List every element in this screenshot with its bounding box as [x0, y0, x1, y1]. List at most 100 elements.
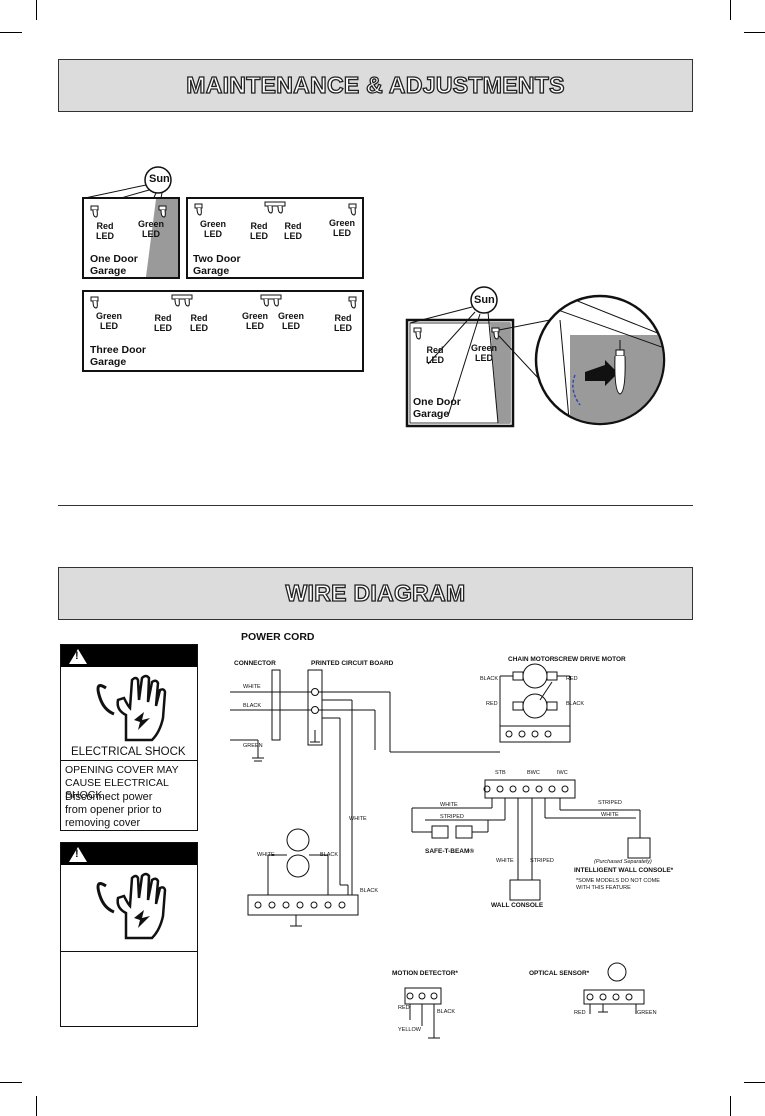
wire-label: STRIPED	[598, 800, 622, 806]
purchased-note: (Purchased Separately)	[594, 859, 652, 865]
sensor-icon	[90, 296, 99, 309]
sensor-icon	[90, 205, 99, 218]
garage-label: One Door Garage	[413, 396, 461, 420]
garage-label: Three Door Garage	[90, 344, 147, 368]
sun-diagram-right	[405, 286, 666, 428]
sensor-pair-icon	[171, 294, 193, 307]
warning-header: !	[61, 645, 197, 667]
terminal-label: BWC	[527, 770, 540, 776]
section-divider	[58, 505, 693, 506]
garage-label: One Door Garage	[90, 253, 138, 277]
wire-label: WHITE	[496, 858, 514, 864]
red-led-label: Red LED	[250, 221, 268, 241]
green-led-label: Green LED	[96, 311, 123, 331]
warning-triangle-icon	[69, 847, 87, 862]
red-led-label: Red LED	[426, 345, 444, 365]
crop-mark	[730, 1096, 731, 1116]
panel-three-door: Green LED Red LED Red LED Green LED Gree…	[82, 290, 364, 372]
some-models-note: *SOME MODELS DO NOT COME WITH THIS FEATU…	[576, 878, 660, 891]
electric-shock-icon	[96, 674, 167, 742]
warning-line: removing cover	[65, 817, 141, 829]
sensor-icon	[158, 205, 167, 218]
sensor-icon	[348, 203, 357, 216]
sun-label: Sun	[149, 173, 170, 185]
sensor-icon	[348, 296, 357, 309]
red-led-label: Red LED	[154, 313, 172, 333]
red-led-label: Red LED	[334, 313, 352, 333]
power-cord-label: POWER CORD	[241, 631, 315, 643]
red-led-label: Red LED	[96, 221, 114, 241]
warning-box-1: ! ELECTRICAL SHOCK OPENING COVER MAY CAU…	[60, 644, 198, 831]
wire-label: BLACK	[437, 1009, 456, 1015]
panel-one-door: Red LED Green LED One Door Garage	[82, 197, 180, 279]
wire-label: GREEN	[243, 743, 263, 749]
wire-label: STRIPED	[440, 814, 464, 820]
motion-detector-label: MOTION DETECTOR*	[392, 970, 458, 977]
wire-label: BLACK	[360, 888, 379, 894]
intelligent-console-label: INTELLIGENT WALL CONSOLE*	[574, 867, 674, 874]
wire-label: RED	[566, 676, 578, 682]
wire-banner: WIRE DIAGRAM	[58, 567, 693, 620]
wire-label: BLACK	[480, 676, 499, 682]
wire-label: RED	[574, 1010, 586, 1016]
warning-line: from opener prior to	[65, 804, 162, 816]
wire-diagram	[230, 663, 651, 1039]
wire-label: RED	[398, 1005, 410, 1011]
maintenance-title: MAINTENANCE & ADJUSTMENTS	[186, 71, 566, 98]
connector-label: CONNECTOR	[234, 660, 276, 667]
exclaim: !	[75, 650, 79, 662]
green-led-label: Green LED	[200, 219, 227, 239]
panel-two-door: Green LED Red LED Red LED Green LED Two …	[186, 197, 364, 279]
shock-heading: ELECTRICAL SHOCK	[71, 746, 186, 758]
wire-label: BLACK	[243, 703, 262, 709]
screw-motor-label: SCREW DRIVE MOTOR	[554, 656, 626, 663]
wire-label: WHITE	[349, 816, 367, 822]
shaded-wall	[146, 199, 178, 277]
safe-t-beam-label: SAFE-T-BEAM®	[425, 848, 475, 855]
warning-rule	[61, 951, 197, 952]
sensor-pair-icon	[264, 201, 286, 214]
green-led-label: Green LED	[138, 219, 165, 239]
electric-shock-icon	[96, 872, 167, 940]
crop-mark	[744, 32, 765, 33]
warning-box-2: !	[60, 842, 198, 1027]
wire-label: WHITE	[601, 812, 619, 818]
sensor-pair-icon	[260, 294, 282, 307]
warning-line: CAUSE ELECTRICAL SHOCK	[65, 777, 169, 801]
crop-mark	[0, 1082, 22, 1083]
crop-mark	[36, 0, 37, 20]
wire-label: BLACK	[320, 852, 339, 858]
crop-mark	[0, 32, 22, 33]
warning-line: Disconnect power	[65, 791, 153, 803]
warning-line: OPENING COVER MAY	[65, 764, 179, 776]
wire-label: BLACK	[566, 701, 585, 707]
terminal-label: IWC	[557, 770, 568, 776]
warning-triangle-icon	[69, 649, 87, 664]
warning-header: !	[61, 843, 197, 865]
wire-label: WHITE	[440, 802, 458, 808]
maintenance-banner: MAINTENANCE & ADJUSTMENTS	[58, 59, 693, 112]
crop-mark	[730, 0, 731, 20]
exclaim: !	[75, 848, 79, 860]
chain-motor-label: CHAIN MOTOR	[508, 656, 555, 663]
sun-label-right: Sun	[474, 294, 495, 306]
green-led-label: Green LED	[471, 343, 498, 363]
wire-label: WHITE	[257, 852, 275, 858]
crop-mark	[36, 1096, 37, 1116]
terminal-label: STB	[495, 770, 506, 776]
wire-label: STRIPED	[530, 858, 554, 864]
green-led-label: Green LED	[278, 311, 305, 331]
red-led-label: Red LED	[190, 313, 208, 333]
warning-rule	[61, 760, 197, 761]
crop-mark	[744, 1082, 765, 1083]
green-led-label: Green LED	[329, 218, 356, 238]
sensor-icon	[194, 203, 203, 216]
wire-label: WHITE	[243, 684, 261, 690]
green-led-label: Green LED	[242, 311, 269, 331]
wire-title: WIRE DIAGRAM	[285, 579, 466, 606]
pcb-label: PRINTED CIRCUIT BOARD	[311, 660, 394, 667]
garage-label: Two Door Garage	[193, 253, 241, 277]
wire-label: GREEN	[637, 1010, 657, 1016]
wire-label: YELLOW	[398, 1027, 421, 1033]
red-led-label: Red LED	[284, 221, 302, 241]
